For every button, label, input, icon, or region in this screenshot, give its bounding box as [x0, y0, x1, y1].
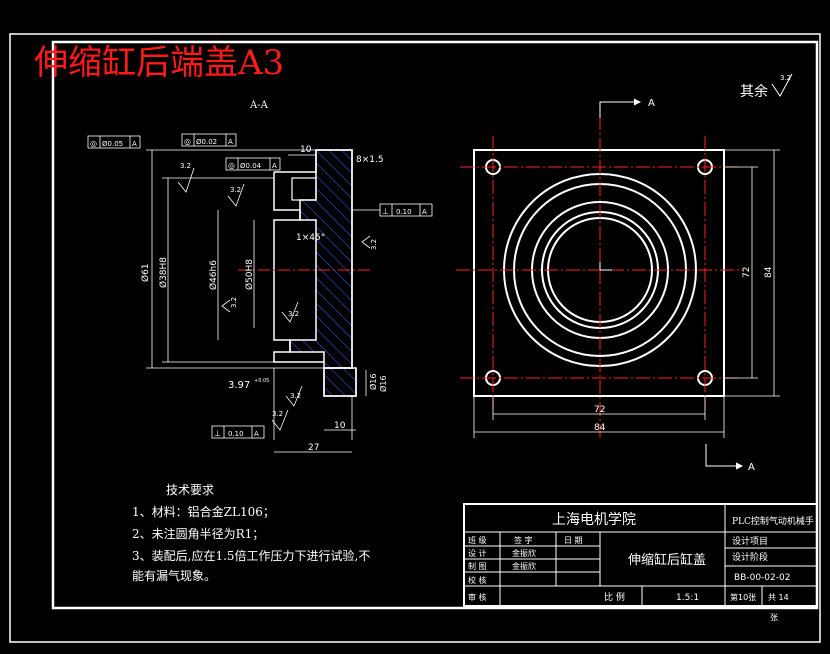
section-label: A-A — [249, 100, 269, 111]
title-block — [463, 503, 818, 607]
tb-sheet-no: 第10张 — [730, 592, 756, 602]
surface-default-value: 3.2 — [780, 74, 791, 82]
tb-school: 上海电机学院 — [552, 512, 636, 528]
tb-row-label-1: 班 级 — [468, 535, 487, 545]
tolerance-frame-1: ◎ Ø0.05 A — [87, 135, 141, 149]
tech-item-1: 1、材料：铝合金ZL106； — [132, 504, 275, 519]
section-rough-6: 3.2 — [290, 392, 301, 400]
dim-chamfer-inner: 1×45° — [296, 233, 325, 243]
tb-scale-value: 1.5:1 — [676, 593, 699, 603]
tb-signer-1: 金振欣 — [512, 548, 536, 558]
tb-design-proj: 设计项目 — [732, 535, 768, 547]
cut-label-bottom: A — [748, 462, 755, 473]
section-hatch-body — [289, 149, 353, 369]
tol1-value: Ø0.05 — [102, 140, 123, 148]
tb-sheet-total: 共 14 — [768, 593, 789, 602]
tolerance-frame-3: ◎ Ø0.04 A — [225, 157, 281, 171]
dim-bore3: Ø50H8 — [244, 259, 255, 290]
plan-dim-inner-h: 72 — [742, 267, 752, 278]
tb-row-label-2: 设 计 — [468, 548, 487, 558]
section-dimensions — [146, 149, 367, 453]
tol1-datum: A — [132, 140, 137, 148]
section-rough-3: 3.2 — [370, 239, 378, 250]
dim-chamfer-top: 8×1.5 — [356, 155, 384, 165]
cut-arrow-bottom — [705, 444, 744, 470]
tech-item-3: 3、装配后,应在1.5倍工作压力下进行试验,不 — [132, 548, 370, 563]
plan-dim-inner-w: 72 — [594, 405, 605, 415]
section-rough-5: 3.2 — [230, 297, 238, 308]
tolerance-frame-2: ◎ Ø0.02 A — [181, 133, 237, 147]
tb-drawing-no: BB-00-02-02 — [734, 573, 790, 583]
tol5-symbol: ⊥ — [214, 429, 221, 438]
tol5-datum: A — [254, 430, 259, 438]
tb-signer-2: 金振欣 — [512, 561, 536, 571]
tolerance-frame-4: ⊥ 0.10 A — [352, 203, 433, 217]
tol5-value: 0.10 — [228, 430, 244, 438]
tol3-datum: A — [272, 162, 277, 170]
tb-project: PLC控制气动机械手 — [732, 515, 814, 527]
section-rough-2: 3.2 — [230, 186, 241, 194]
dim-outer-dia: Ø61 — [140, 263, 151, 282]
tol4-datum: A — [422, 208, 427, 216]
cut-arrow-top — [599, 98, 642, 118]
plan-dim-outer-w: 84 — [594, 423, 606, 433]
tb-row-label-3: 制 图 — [468, 561, 487, 571]
dim-right-side: Ø16 — [368, 374, 378, 390]
dim-bore2: Ø46h6 — [208, 260, 219, 290]
plan-dimensions — [473, 149, 780, 438]
tol3-value: Ø0.04 — [240, 162, 262, 170]
dim-top-width: 10 — [300, 145, 312, 155]
sheet-title: 伸缩缸后端盖A3 — [34, 43, 284, 83]
dim-tol-bottom-sup: +0.05 — [254, 378, 269, 384]
plan-view — [456, 116, 744, 440]
dim-bore1: Ø38H8 — [158, 257, 169, 288]
tol2-value: Ø0.02 — [196, 138, 217, 146]
section-rough-7: 3.2 — [272, 410, 283, 418]
tb-row-label-4: 校 核 — [468, 575, 487, 585]
tol3-symbol: ◎ — [228, 161, 235, 170]
surface-default-label: 其余 — [740, 83, 768, 100]
tol4-symbol: ⊥ — [382, 207, 389, 216]
dim-tol-bottom: 3.97 — [228, 380, 250, 391]
tb-scale-label: 比 例 — [604, 591, 625, 603]
plan-dim-outer-h: 84 — [764, 266, 774, 278]
section-part — [238, 149, 372, 397]
tech-item-4: 能有漏气现象。 — [132, 568, 216, 583]
plan-outline — [473, 149, 725, 397]
tech-item-2: 2、未注圆角半径为R1； — [132, 526, 264, 541]
tolerance-frame-5: ⊥ 0.10 A — [211, 425, 265, 439]
dim-right-side2: Ø16 — [378, 376, 388, 392]
tb-sign-header: 签 字 — [514, 535, 533, 545]
tb-sheet-unit: 张 — [770, 613, 778, 622]
roughness-symbol-default — [771, 73, 793, 97]
tech-heading: 技术要求 — [166, 483, 214, 497]
tol1-symbol: ◎ — [90, 139, 97, 148]
cut-label-top: A — [648, 98, 655, 109]
tol2-symbol: ◎ — [184, 137, 191, 146]
section-rough-1: 3.2 — [180, 162, 191, 170]
inner-border — [51, 40, 819, 610]
tol2-datum: A — [228, 138, 233, 146]
outer-border — [9, 33, 821, 643]
dim-right-small: 10 — [334, 421, 346, 431]
tb-design-stage: 设计阶段 — [732, 551, 768, 563]
section-rough-4: 3.2 — [288, 310, 299, 318]
section-boss — [323, 367, 357, 397]
tb-date-header: 日 期 — [564, 536, 583, 545]
section-top-groove — [291, 177, 317, 201]
tb-row-label-5: 审 核 — [468, 592, 487, 602]
tol4-value: 0.10 — [396, 208, 412, 216]
tb-part-name: 伸缩缸后缸盖 — [628, 552, 706, 568]
dim-total-width: 27 — [308, 443, 319, 453]
section-roughness-marks — [177, 167, 371, 431]
